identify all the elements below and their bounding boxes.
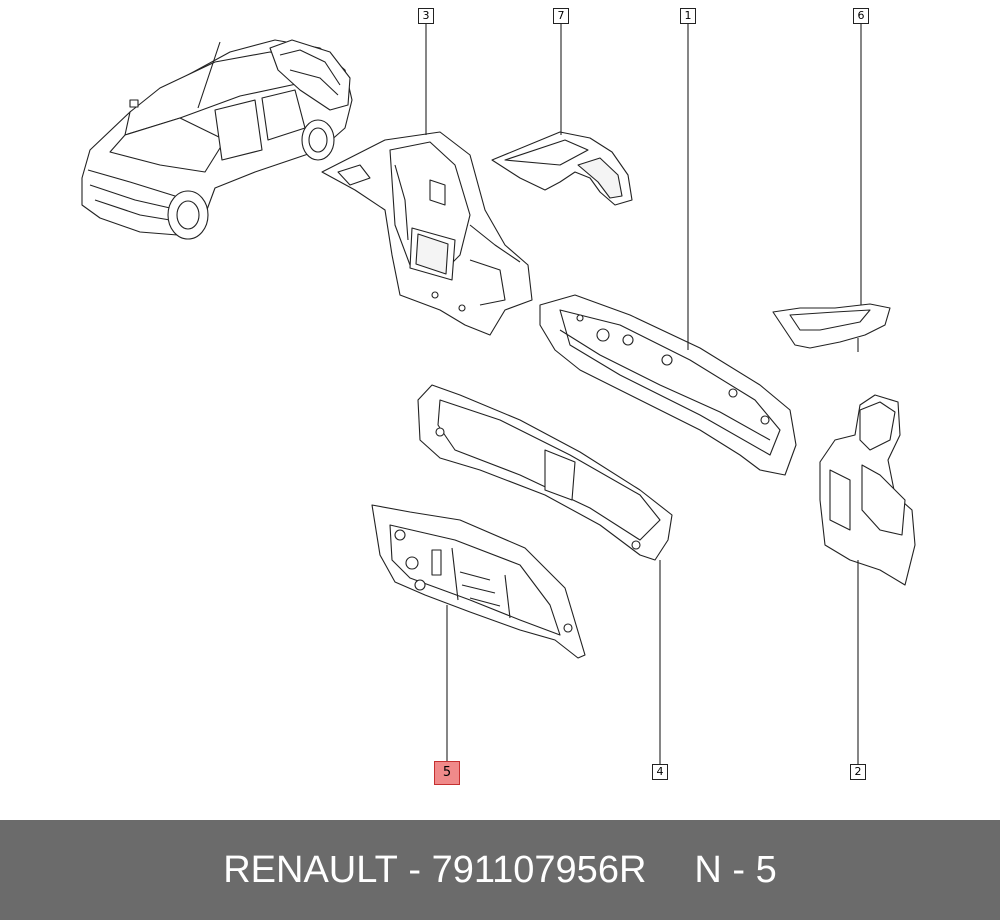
callout-5-highlighted: 5	[434, 761, 460, 785]
brand-name: RENAULT	[223, 848, 398, 891]
footer-separator: -	[397, 848, 432, 891]
callout-6: 6	[853, 8, 869, 24]
part-number: 791107956R	[431, 848, 647, 891]
leader-lines	[425, 24, 862, 764]
callout-1: 1	[680, 8, 696, 24]
part-1-illustration	[539, 294, 797, 476]
position-label: N - 5	[694, 848, 777, 891]
callout-2: 2	[850, 764, 866, 780]
vehicle-overview-illustration	[81, 39, 353, 240]
parts-diagram	[81, 24, 916, 764]
part-4-illustration	[417, 384, 673, 561]
part-5-illustration	[371, 504, 586, 659]
part-6-illustration	[772, 303, 891, 352]
part-7-illustration	[491, 131, 633, 206]
callout-3: 3	[418, 8, 434, 24]
part-3-illustration	[321, 131, 533, 336]
part-2-illustration	[819, 394, 916, 586]
callout-4: 4	[652, 764, 668, 780]
part-number-footer: RENAULT - 791107956R N - 5	[0, 820, 1000, 920]
callout-7: 7	[553, 8, 569, 24]
